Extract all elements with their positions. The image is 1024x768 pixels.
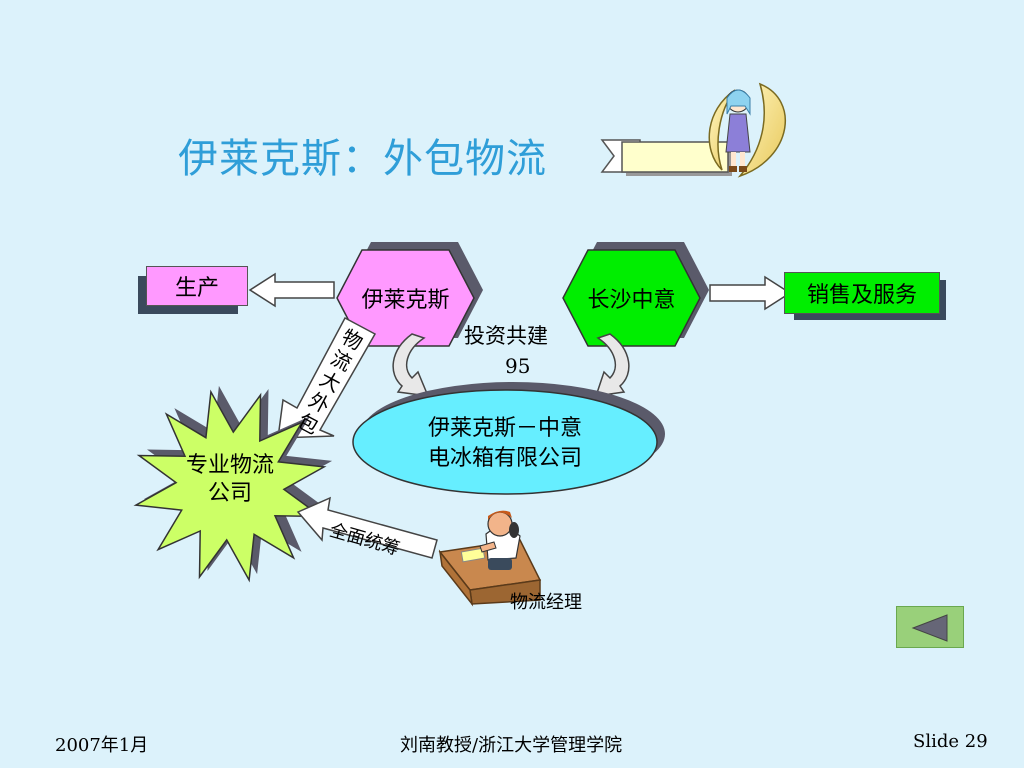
footer-date: 2007年1月 xyxy=(55,735,149,756)
manager-label: 物流经理 xyxy=(510,592,582,613)
star-line2: 公司 xyxy=(207,481,252,506)
invest-label: 投资共建 xyxy=(464,324,548,348)
star-text: 专业物流 公司 xyxy=(160,452,300,508)
hex-electrolux xyxy=(336,249,475,347)
footer-author: 刘南教授/浙江大学管理学院 xyxy=(400,735,623,756)
footer-slide-number: Slide 29 xyxy=(913,731,988,752)
manager-on-phone-icon xyxy=(438,510,542,607)
hex-electrolux-label: 伊莱克斯 xyxy=(361,288,450,313)
jv-line2: 电冰箱有限公司 xyxy=(427,446,582,471)
arrow-to-sales xyxy=(709,275,792,311)
hex-changsha xyxy=(562,249,701,347)
banner-scroll-icon xyxy=(600,139,732,176)
hex-changsha-label: 长沙中意 xyxy=(587,288,676,313)
jv-name: 伊莱克斯－中意 电冰箱有限公司 xyxy=(380,414,630,474)
jv-ellipse xyxy=(352,389,658,495)
back-arrow-icon xyxy=(911,614,948,642)
sales-service-box: 销售及服务 xyxy=(784,272,940,314)
production-box: 生产 xyxy=(146,266,248,306)
star-logistics-company xyxy=(133,389,327,583)
page-title: 伊莱克斯：外包物流 xyxy=(178,136,547,182)
arrow-to-production xyxy=(248,272,335,308)
girl-on-moon-icon xyxy=(708,82,786,178)
jv-line1: 伊莱克斯－中意 xyxy=(427,416,582,441)
arrow-full-coordination xyxy=(296,496,438,559)
arrow-logistics-outsourcing xyxy=(277,316,377,439)
star-line1: 专业物流 xyxy=(185,453,274,478)
back-button[interactable] xyxy=(896,606,964,648)
year-label: 95 xyxy=(505,354,531,378)
